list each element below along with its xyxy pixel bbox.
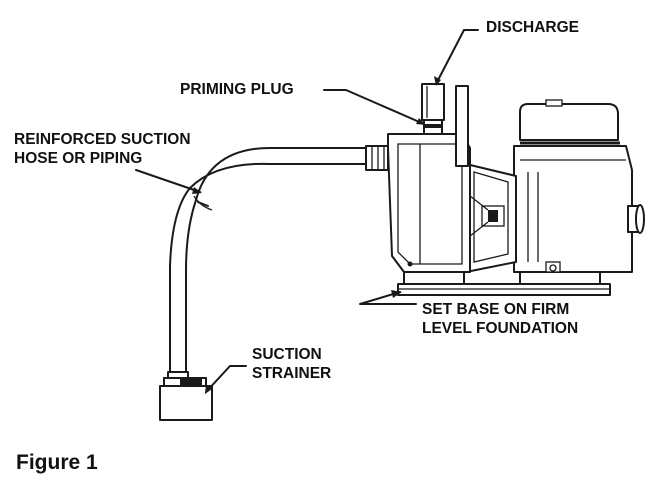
- base-label-line1: SET BASE ON FIRM: [422, 301, 570, 318]
- figure-caption: Figure 1: [16, 451, 98, 474]
- coupling-bracket: [465, 163, 517, 273]
- leader-lines: [135, 29, 479, 394]
- suction-strainer: [159, 385, 213, 421]
- priming-plug-label: PRIMING PLUG: [180, 81, 294, 98]
- suction-hose-label-line1: REINFORCED SUCTION: [14, 131, 191, 148]
- base-plate: [397, 283, 611, 296]
- strainer-label-line2: STRAINER: [252, 365, 332, 382]
- pump-housing: [387, 117, 471, 285]
- engine: [513, 99, 645, 285]
- suction-inlet-fitting: [365, 145, 389, 171]
- discharge-pipe: [421, 83, 469, 167]
- base-label-line2: LEVEL FOUNDATION: [422, 320, 579, 337]
- strainer-label-line1: SUCTION: [252, 346, 322, 363]
- discharge-label: DISCHARGE: [486, 19, 580, 36]
- suction-hose-label-line2: HOSE OR PIPING: [14, 150, 143, 167]
